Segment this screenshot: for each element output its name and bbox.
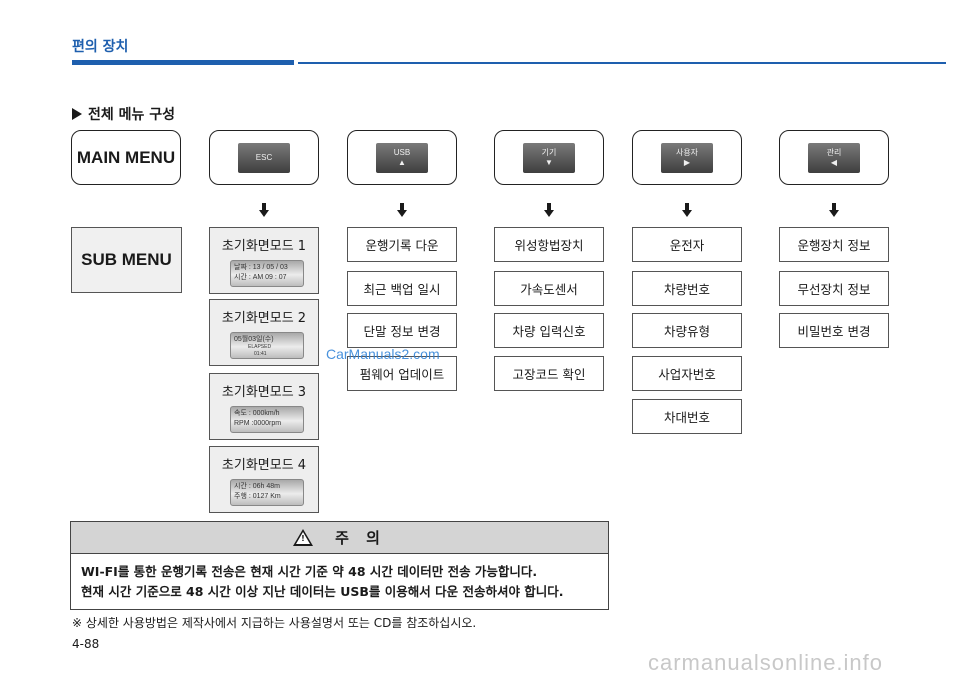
main-menu-label: MAIN MENU <box>71 130 181 185</box>
usb-item: 펌웨어 업데이트 <box>347 356 457 391</box>
user-key-label: 사용자 <box>675 147 699 157</box>
manage-key: 관리 ◀ <box>808 142 860 173</box>
down-arrow-icon <box>682 203 692 217</box>
heading-text: 전체 메뉴 구성 <box>88 107 176 123</box>
screen-mode-label: 초기화면모드 3 <box>221 385 307 400</box>
usb-button: USB ▲ <box>347 130 457 185</box>
device-item: 차량 입력신호 <box>494 313 604 348</box>
down-arrow-icon <box>397 203 407 217</box>
screen-mode-4: 초기화면모드 4 시간 : 06h 48m 주행 : 0127 Km <box>209 446 319 513</box>
manage-button: 관리 ◀ <box>779 130 889 185</box>
device-key-label: 기기 <box>541 147 557 157</box>
manage-key-label: 관리 <box>826 147 842 157</box>
menu-structure-heading: 전체 메뉴 구성 <box>72 104 175 124</box>
screen-mode-label: 초기화면모드 4 <box>221 458 307 473</box>
usb-item: 최근 백업 일시 <box>347 271 457 306</box>
screen-mode-3: 초기화면모드 3 속도 : 000km/h RPM :0000rpm <box>209 373 319 440</box>
caution-header: ! 주 의 <box>70 521 609 554</box>
manage-item: 무선장치 정보 <box>779 271 889 306</box>
lcd-line: 01:41 <box>254 351 267 357</box>
manage-item: 운행장치 정보 <box>779 227 889 262</box>
footnote: ※ 상세한 사용방법은 제작사에서 지급하는 사용설명서 또는 CD를 참조하십… <box>72 616 477 630</box>
caution-body: WI-FI를 통한 운행기록 전송은 현재 시간 기준 약 48 시간 데이터만… <box>70 554 609 610</box>
esc-key-label: ESC <box>255 152 273 162</box>
down-arrow-icon <box>544 203 554 217</box>
lcd-line: 05월03일(수) <box>234 336 274 343</box>
header-bar <box>72 60 294 65</box>
lcd-line: 시간 : AM 09 : 07 <box>234 274 287 281</box>
right-arrow-icon: ▶ <box>683 157 691 167</box>
lcd-preview: 시간 : 06h 48m 주행 : 0127 Km <box>230 479 304 506</box>
lcd-line: 시간 : 06h 48m <box>234 483 280 490</box>
screen-mode-2: 초기화면모드 2 05월03일(수) ELAPSED 01:41 <box>209 299 319 366</box>
up-arrow-icon: ▲ <box>398 157 406 167</box>
lcd-preview: 날짜 : 13 / 05 / 03 시간 : AM 09 : 07 <box>230 260 304 287</box>
esc-button: ESC <box>209 130 319 185</box>
user-item: 차대번호 <box>632 399 742 434</box>
user-item: 운전자 <box>632 227 742 262</box>
play-triangle-icon <box>72 108 82 120</box>
device-item: 위성항법장치 <box>494 227 604 262</box>
warning-icon: ! <box>293 529 314 546</box>
user-item: 차량유형 <box>632 313 742 348</box>
usb-key: USB ▲ <box>376 142 428 173</box>
caution-line: 현재 시간 기준으로 48 시간 이상 지난 데이터는 USB를 이용해서 다운… <box>81 584 564 599</box>
usb-item: 단말 정보 변경 <box>347 313 457 348</box>
lcd-line: 날짜 : 13 / 05 / 03 <box>234 264 288 271</box>
esc-key: ESC <box>238 142 290 173</box>
user-button: 사용자 ▶ <box>632 130 742 185</box>
user-item: 사업자번호 <box>632 356 742 391</box>
screen-mode-label: 초기화면모드 2 <box>221 311 307 326</box>
lcd-line: RPM :0000rpm <box>234 420 282 427</box>
usb-item: 운행기록 다운 <box>347 227 457 262</box>
down-arrow-icon: ▼ <box>545 157 553 167</box>
lcd-line: 속도 : 000km/h <box>234 410 280 417</box>
footer-watermark: carmanualsonline.info <box>648 650 884 675</box>
header-rule <box>298 62 946 64</box>
device-button: 기기 ▼ <box>494 130 604 185</box>
device-item: 가속도센서 <box>494 271 604 306</box>
page-number: 4-88 <box>72 637 100 651</box>
left-arrow-icon: ◀ <box>830 157 838 167</box>
lcd-line: ELAPSED <box>248 344 272 350</box>
screen-mode-1: 초기화면모드 1 날짜 : 13 / 05 / 03 시간 : AM 09 : … <box>209 227 319 294</box>
user-item: 차량번호 <box>632 271 742 306</box>
lcd-line: 주행 : 0127 Km <box>234 493 281 500</box>
section-title: 편의 장치 <box>72 39 129 55</box>
lcd-preview: 속도 : 000km/h RPM :0000rpm <box>230 406 304 433</box>
down-arrow-icon <box>259 203 269 217</box>
screen-mode-label: 초기화면모드 1 <box>221 239 307 254</box>
watermark-text: CarManuals2.com <box>326 346 440 362</box>
user-key: 사용자 ▶ <box>661 142 713 173</box>
lcd-preview: 05월03일(수) ELAPSED 01:41 <box>230 332 304 359</box>
caution-title: 주 의 <box>335 529 386 547</box>
usb-key-label: USB <box>393 147 411 157</box>
caution-line: WI-FI를 통한 운행기록 전송은 현재 시간 기준 약 48 시간 데이터만… <box>81 564 538 579</box>
device-item: 고장코드 확인 <box>494 356 604 391</box>
sub-menu-label: SUB MENU <box>71 227 182 293</box>
down-arrow-icon <box>829 203 839 217</box>
manage-item: 비밀번호 변경 <box>779 313 889 348</box>
device-key: 기기 ▼ <box>523 142 575 173</box>
